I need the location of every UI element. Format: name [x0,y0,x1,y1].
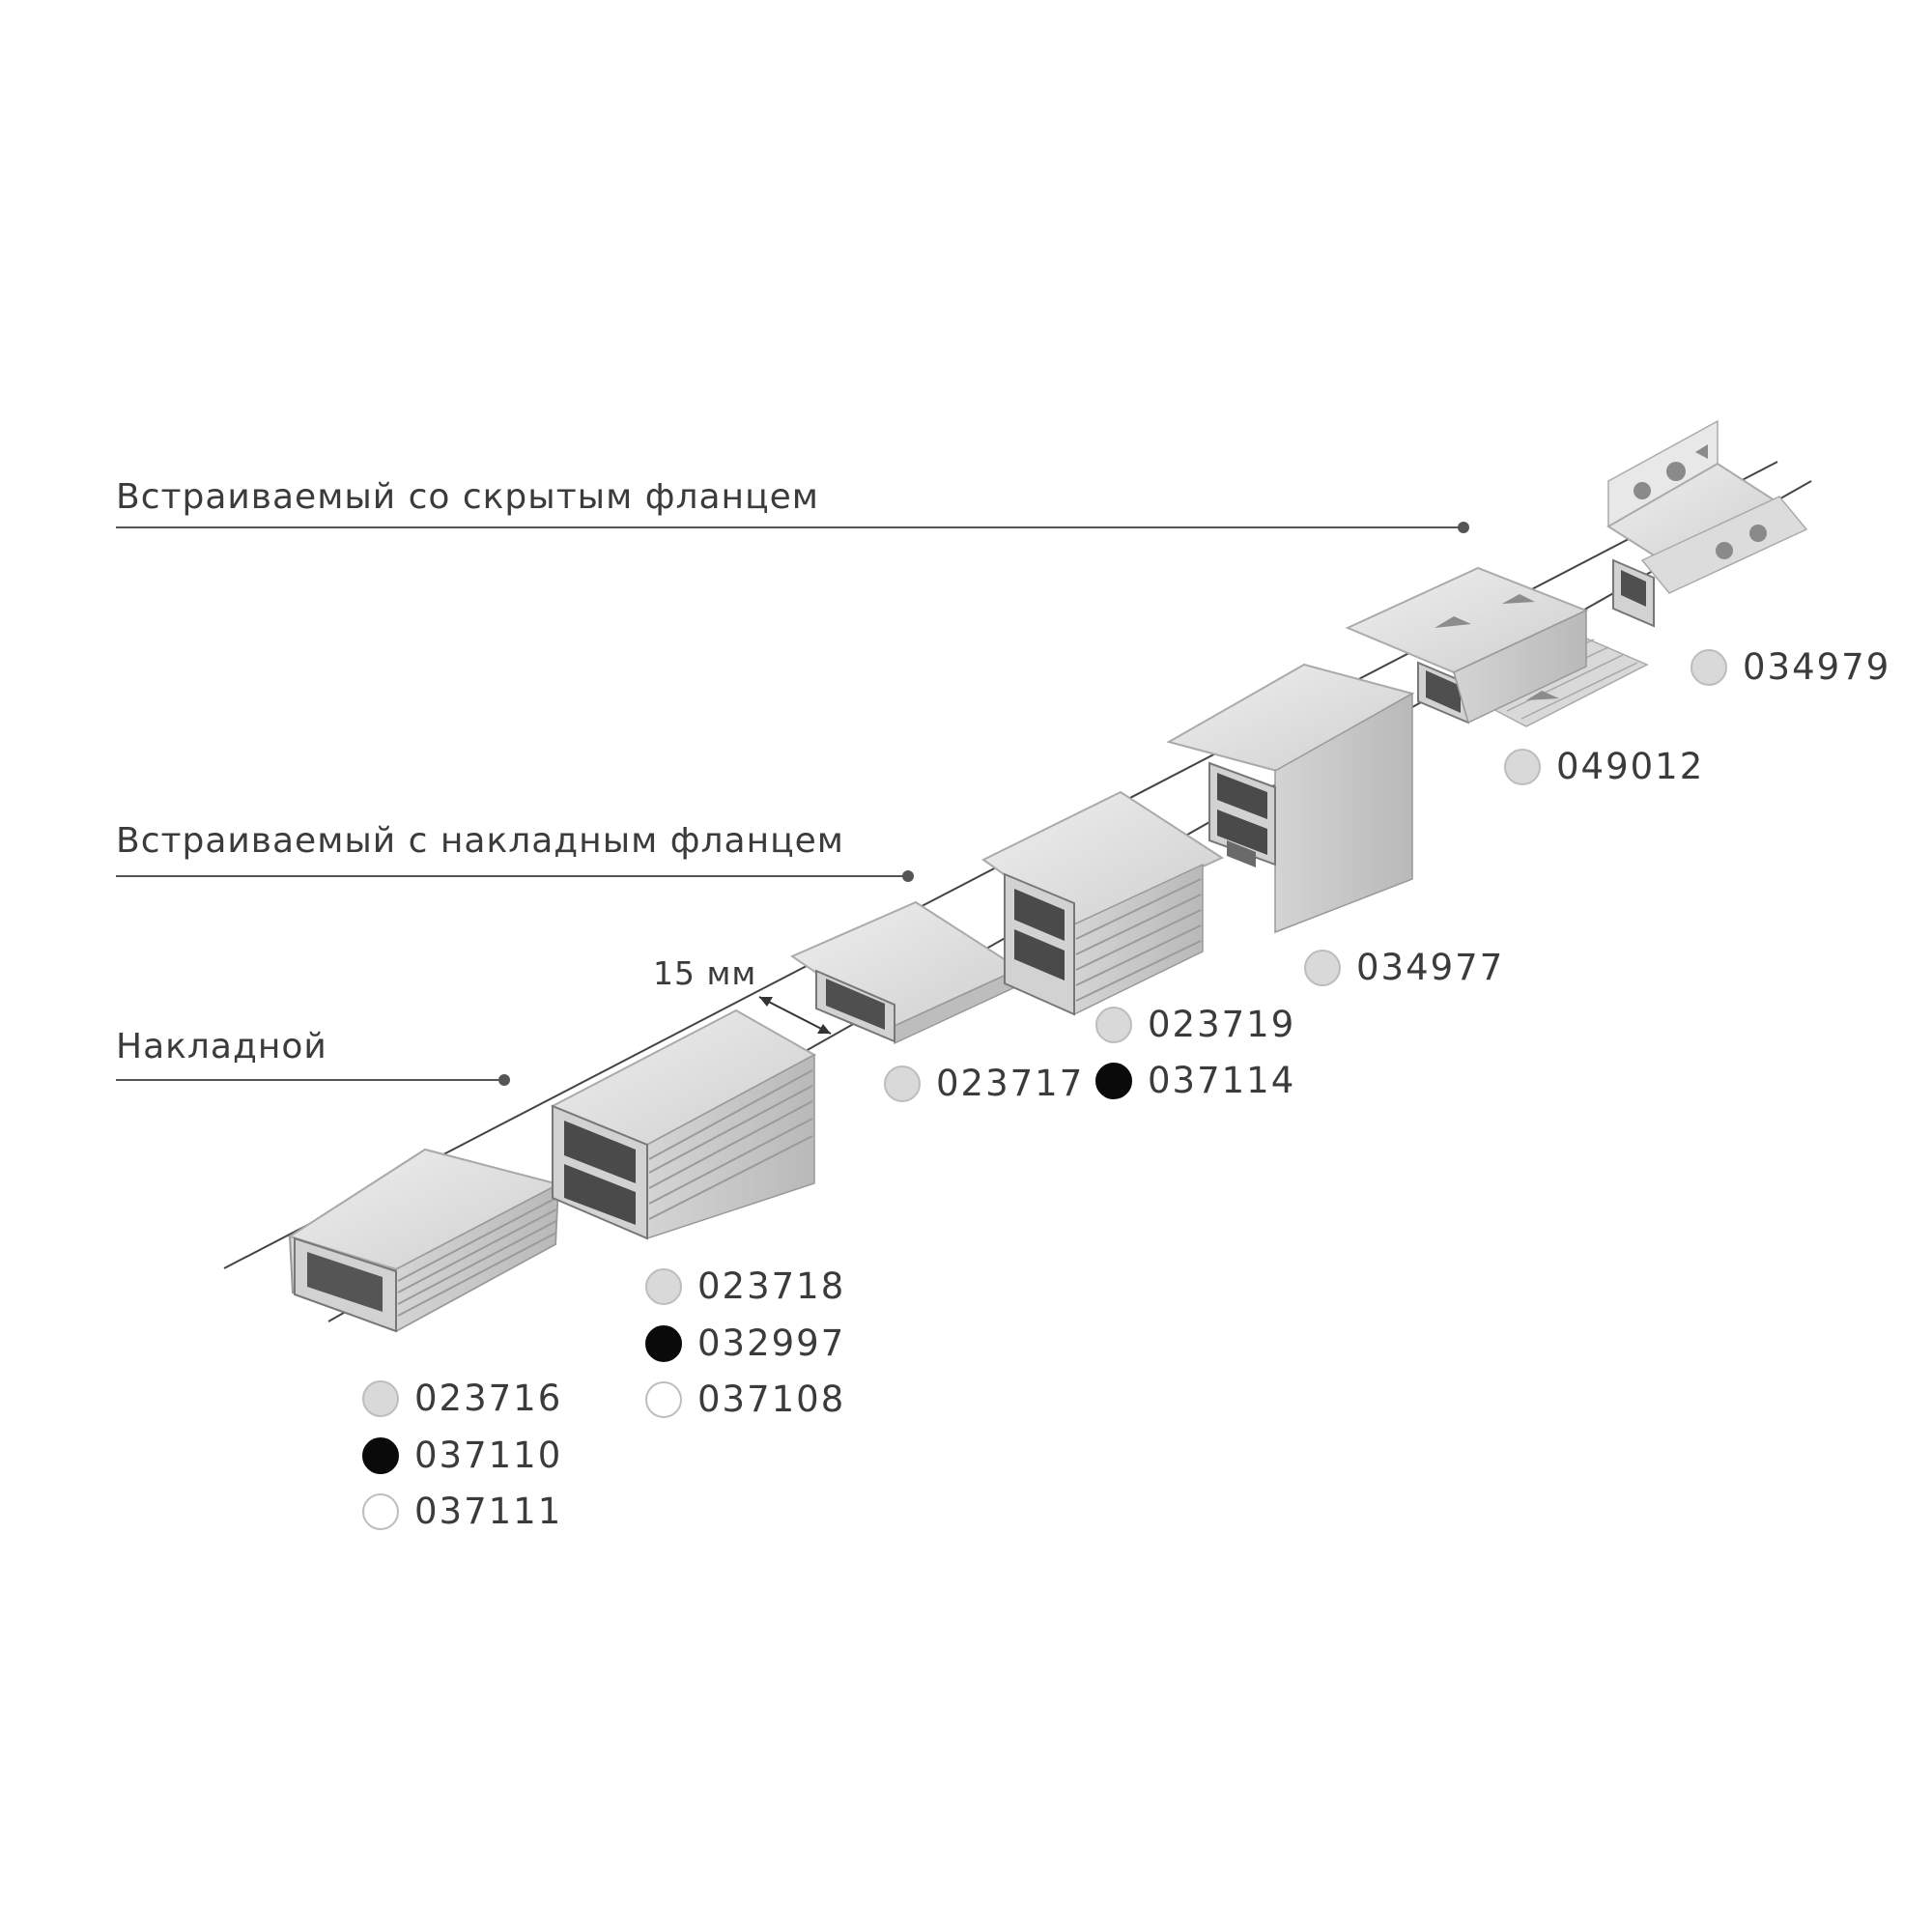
article-number: 023716 [414,1378,563,1419]
finish-swatch-silver [1304,949,1341,986]
article-number: 037111 [414,1491,563,1532]
article-number: 037114 [1148,1060,1296,1101]
article-number: 023717 [936,1063,1085,1104]
code-item: 037108 [645,1378,845,1420]
code-item: 034977 [1304,947,1504,988]
article-number: 023718 [697,1265,846,1307]
leader-overlay-flange [116,870,914,882]
profile-034977 [1166,663,1415,934]
code-item: 037110 [362,1435,562,1476]
finish-swatch-black [1095,1062,1132,1099]
article-number: 032997 [697,1322,846,1364]
finish-swatch-silver [884,1065,921,1102]
finish-swatch-black [645,1324,682,1362]
profile-023719 [981,790,1225,1016]
finish-swatch-white [362,1492,399,1530]
finish-swatch-silver [1095,1006,1132,1043]
code-item: 049012 [1504,746,1704,787]
category-overlay-flange-label: Встраиваемый с накладным фланцем [116,821,844,861]
code-item: 023716 [362,1378,562,1419]
article-number: 037110 [414,1435,563,1476]
code-item: 023718 [645,1265,845,1307]
leader-hidden-flange [116,522,1469,533]
category-hidden-flange-label: Встраиваемый со скрытым фланцем [116,477,819,517]
article-number: 034979 [1743,646,1891,688]
code-item: 037114 [1095,1060,1295,1101]
finish-swatch-silver [645,1267,682,1305]
profile-023718 [550,1009,817,1240]
article-number: 049012 [1556,746,1705,787]
code-item: 023717 [884,1063,1084,1104]
finish-swatch-white [645,1380,682,1418]
finish-swatch-black [362,1436,399,1474]
profile-023716 [287,1148,561,1333]
code-item: 034979 [1690,646,1890,688]
dimension-15mm [758,996,832,1035]
code-item: 032997 [645,1322,845,1364]
profile-049012 [1345,566,1649,727]
finish-swatch-silver [1690,648,1727,686]
profile-034979 [1606,419,1808,628]
article-number: 037108 [697,1378,846,1420]
leader-surface [116,1074,510,1086]
code-item: 037111 [362,1491,562,1532]
article-number: 023719 [1148,1004,1296,1045]
finish-swatch-silver [1504,748,1541,785]
dimension-label: 15 мм [653,954,757,992]
article-number: 034977 [1356,947,1505,988]
category-surface-label: Накладной [116,1027,327,1066]
finish-swatch-silver [362,1379,399,1417]
code-item: 023719 [1095,1004,1295,1045]
profile-023717 [789,900,1022,1045]
